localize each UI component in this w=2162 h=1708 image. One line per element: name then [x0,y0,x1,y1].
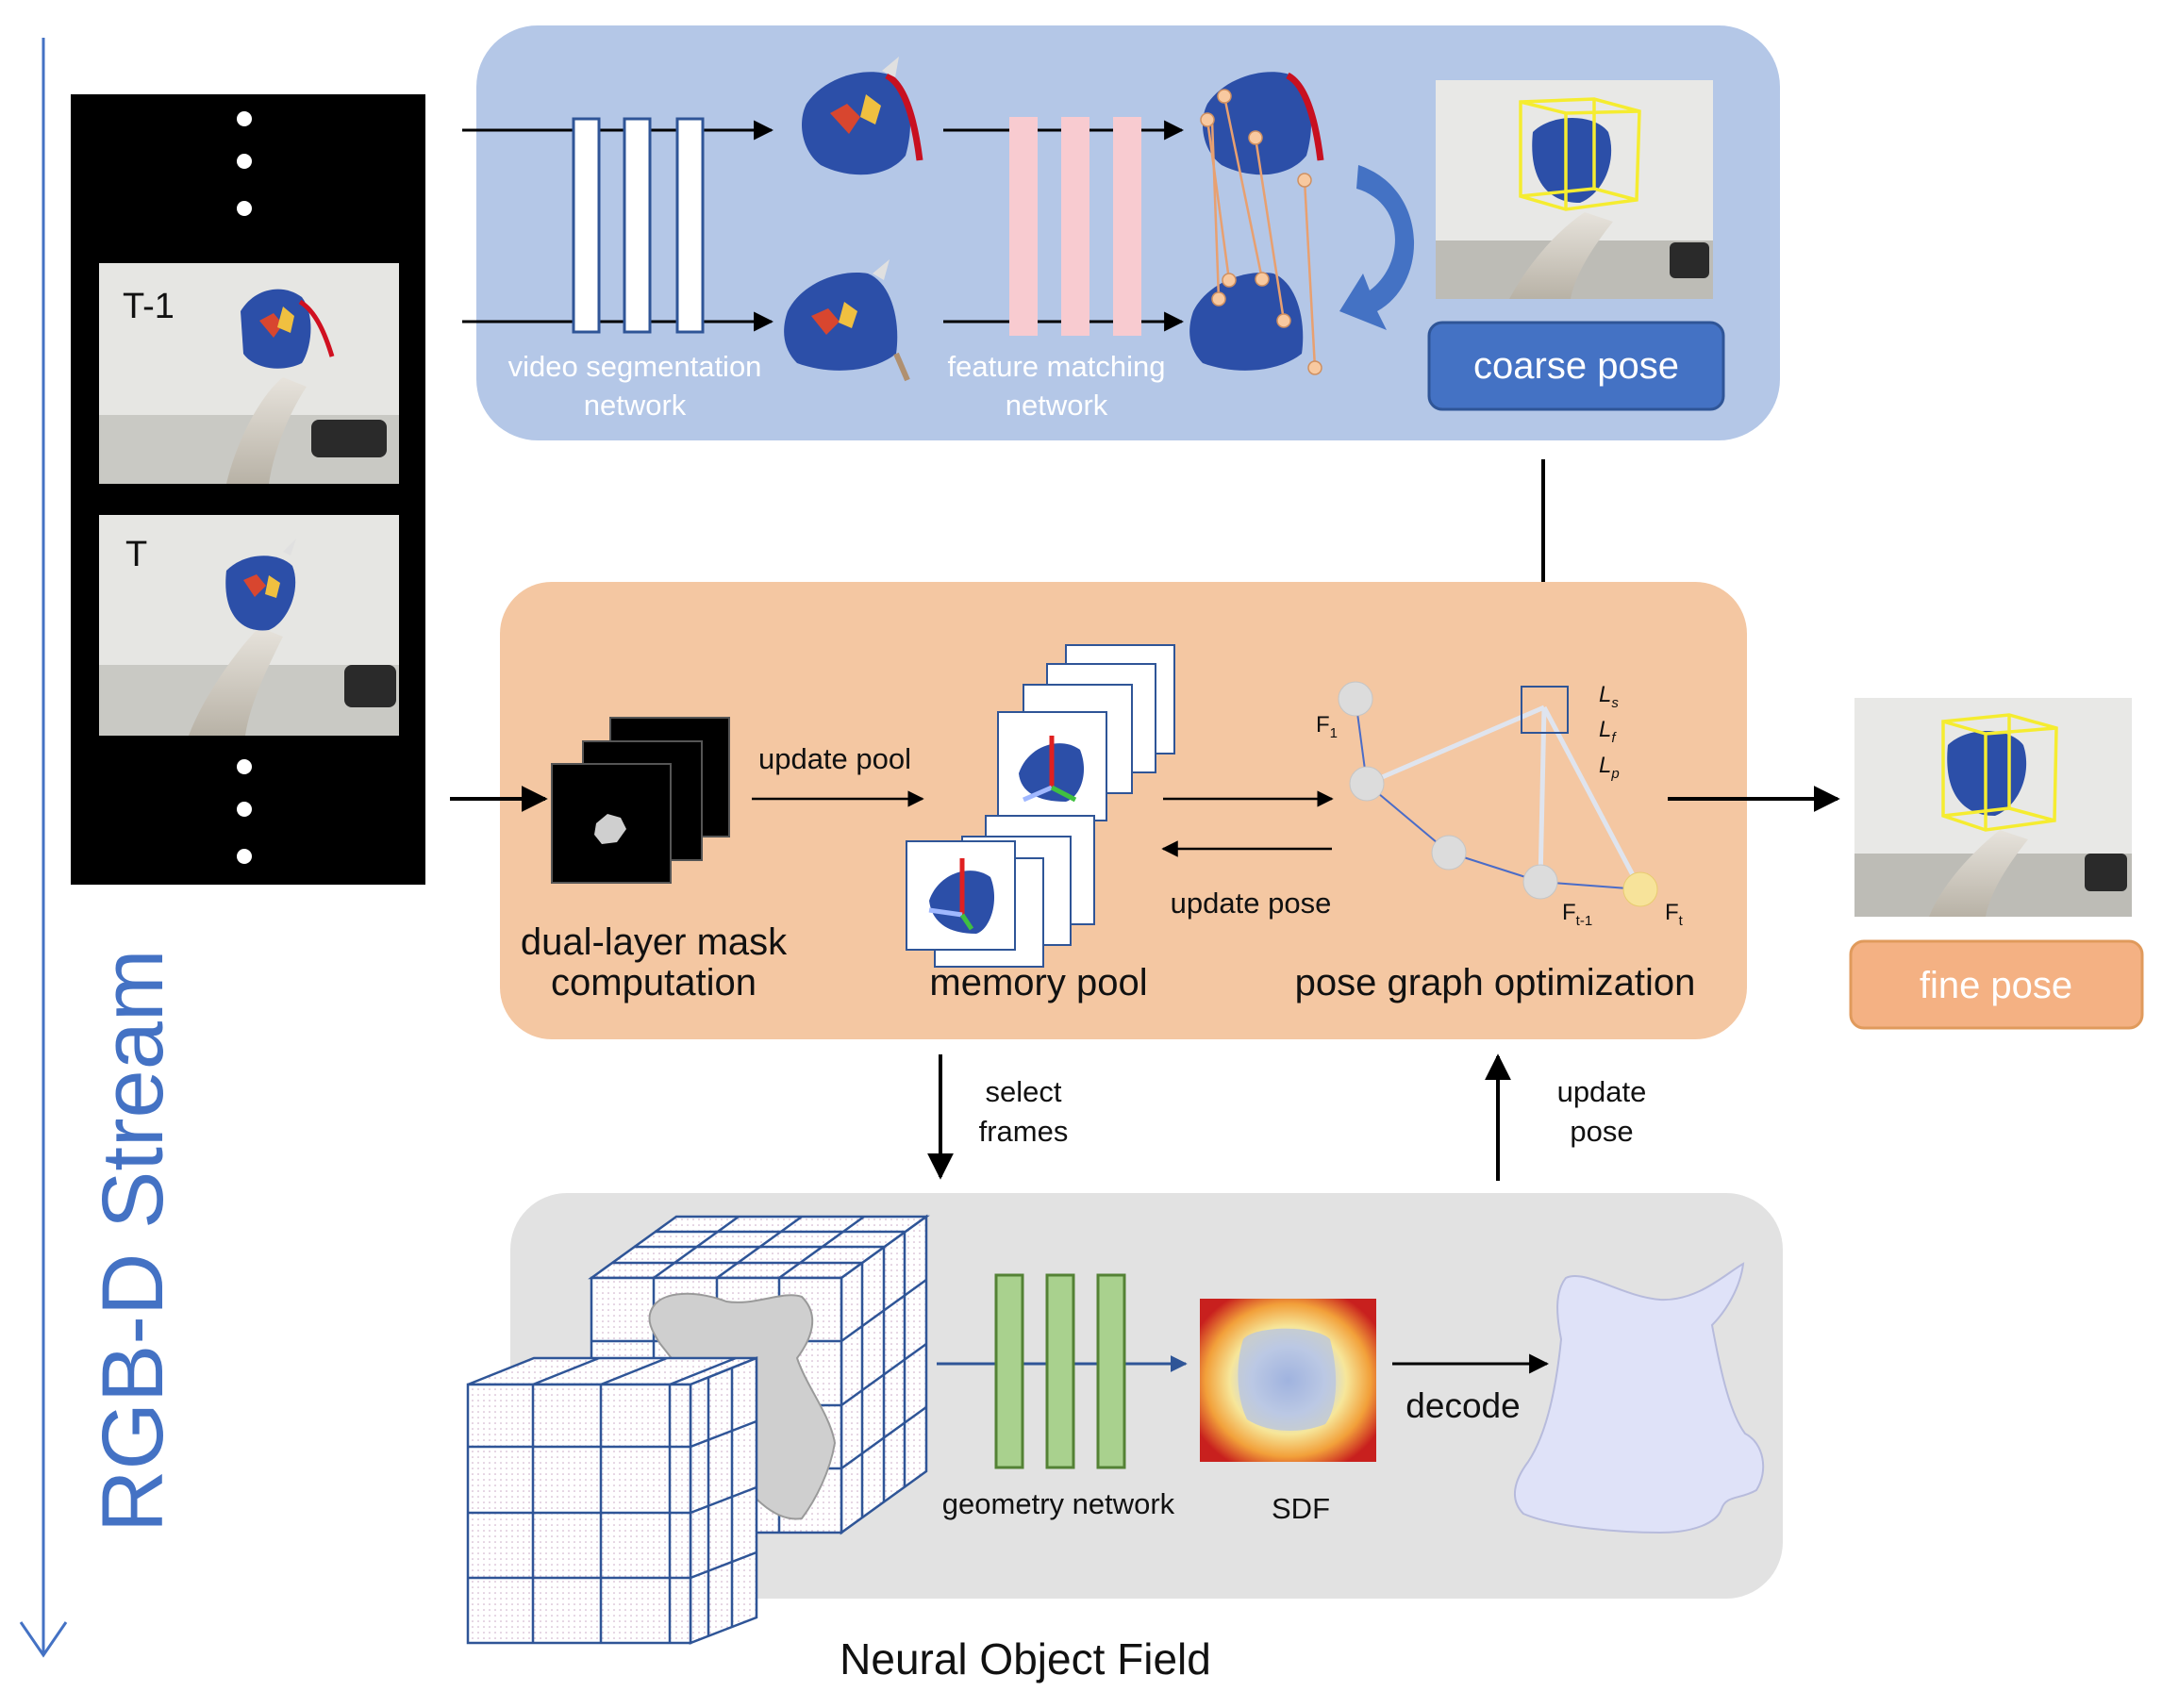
frame-prev: T-1 [99,263,399,484]
feature-matching-network: feature matching network [948,117,1166,422]
feature-grid-front [466,1356,758,1645]
coarse-pose-button: coarse pose [1427,321,1725,411]
neural-object-field-panel: geometry network SDF decode Neural Objec… [466,1193,1783,1683]
node-ft1-label: Ft-1 [1562,900,1592,929]
update-pose-connector-label: update [1557,1075,1647,1108]
fine-pose-image [1854,698,2132,917]
frame-curr-label: T [125,535,147,574]
update-pose-connector-label-line2: pose [1570,1115,1633,1148]
geometry-network-label: geometry network [942,1487,1175,1520]
update-pose-label: update pose [1171,887,1332,920]
fine-stage-panel: dual-layer mask computation update pool … [450,582,1747,1039]
coarse-pose-label: coarse pose [1473,345,1679,387]
pose-graph: F1 Ft-1 Ft Ls Lf Lp pose graph optimizat… [1295,681,1696,1003]
graph-node-f1 [1338,681,1373,717]
ellipsis-dot [237,759,252,774]
frame-curr: T [99,515,399,736]
coarse-stage-panel: video segmentation network feature match… [462,25,1780,440]
feature-matching-network-label: feature matching [948,350,1166,383]
coarse-pose-image [1436,80,1713,299]
graph-node [1431,835,1467,871]
fine-pose-button: fine pose [1849,939,2144,1030]
graph-node-ft [1622,871,1658,907]
segmentation-network-label-line2: network [584,389,687,422]
graph-node [1349,766,1385,802]
dual-layer-mask-stack: dual-layer mask computation [521,717,788,1003]
pose-graph-label: pose graph optimization [1295,962,1696,1003]
decoded-mesh [1513,1262,1765,1534]
frame-prev-label: T-1 [123,287,175,326]
stream-axis: RGB-D Stream [19,38,181,1658]
ellipsis-dot [237,154,252,169]
node-f1-label: F1 [1316,712,1338,741]
loss-s-label: Ls [1599,682,1619,711]
segmented-object-prev [802,57,923,175]
select-frames-label: select [986,1075,1062,1108]
matched-objects [1189,72,1324,375]
feature-matching-network-label-line2: network [1006,389,1108,422]
update-pool-label: update pool [758,742,911,775]
geometry-network: geometry network [942,1273,1175,1520]
memory-pool-stack: memory pool [906,644,1175,1003]
ellipsis-dot [237,849,252,864]
loss-box [1521,686,1569,734]
neural-object-field-title: Neural Object Field [840,1634,1211,1683]
segmentation-network-label: video segmentation [508,350,762,383]
sdf-label: SDF [1272,1492,1330,1525]
stream-label: RGB-D Stream [85,949,181,1533]
memory-pool-label: memory pool [929,962,1147,1003]
loss-f-label: Lf [1599,717,1617,746]
mask-computation-label-line2: computation [551,962,757,1003]
pose-estimation-curve-arrow [1339,165,1415,330]
sdf-visualization: SDF [1200,1299,1376,1525]
select-frames-label-line2: frames [979,1115,1069,1148]
fine-pose-output: fine pose [1849,698,2144,1030]
ellipsis-dot [237,201,252,216]
mask-computation-label: dual-layer mask [521,921,788,963]
segmentation-network: video segmentation network [508,117,762,422]
graph-node-ft1 [1522,864,1558,900]
loss-p-label: Lp [1599,753,1620,782]
segmented-object-curr [784,259,910,382]
select-frames-connector: select frames [927,1054,1069,1180]
update-pose-connector: update pose [1485,1053,1647,1181]
frame-strip: T-1 T [71,94,425,885]
feature-grid-back [588,1214,930,1535]
ellipsis-dot [237,111,252,126]
ellipsis-dot [237,802,252,817]
node-ft-label: Ft [1665,900,1684,929]
fine-pose-label: fine pose [1920,965,2072,1006]
decode-label: decode [1405,1386,1520,1425]
